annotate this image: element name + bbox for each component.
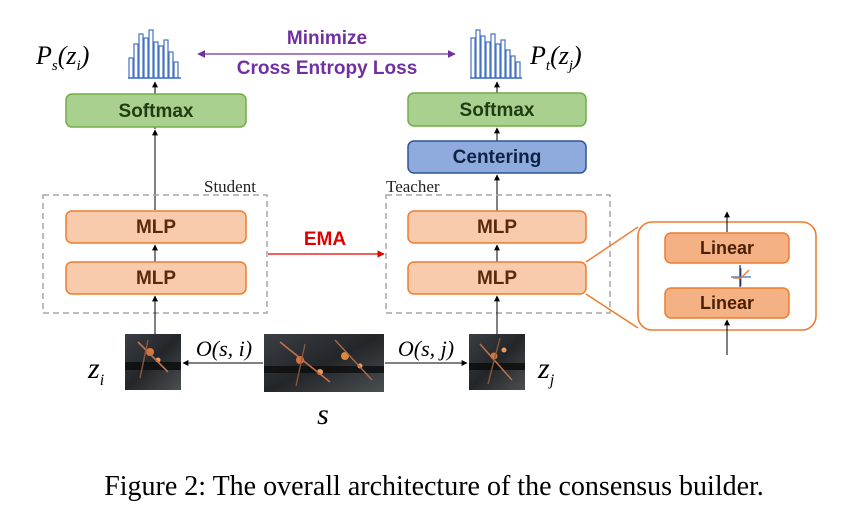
- linear-top-label: Linear: [700, 238, 754, 258]
- teacher-output-label: zj: [537, 352, 555, 389]
- linear-bottom-label: Linear: [700, 293, 754, 313]
- loss-title: Minimize: [287, 28, 367, 49]
- student-softmax-label: Softmax: [119, 101, 194, 122]
- figure-caption: Figure 2: The overall architecture of th…: [104, 471, 764, 502]
- callout-connector-bottom: [585, 293, 639, 329]
- source-image-thumbnail: [264, 334, 384, 392]
- teacher-centering-label: Centering: [453, 147, 542, 168]
- student-histogram-icon: [128, 29, 181, 79]
- loss-subtitle: Cross Entropy Loss: [237, 58, 418, 79]
- student-crop-thumbnail: [125, 334, 181, 390]
- teacher-label: Teacher: [386, 177, 440, 196]
- teacher-softmax-box: Softmax: [407, 92, 587, 127]
- student-label: Student: [204, 177, 256, 196]
- linear-bottom-box: Linear: [664, 287, 790, 319]
- teacher-mlp-bottom-label: MLP: [477, 268, 517, 289]
- student-mlp-bottom-label: MLP: [136, 268, 176, 289]
- student-crop-op-label: O(s, i): [196, 336, 252, 361]
- teacher-mlp-top: MLP: [407, 210, 587, 244]
- teacher-histogram-icon: [470, 29, 522, 79]
- linear-top-box: Linear: [664, 232, 790, 264]
- teacher-mlp-top-label: MLP: [477, 217, 517, 238]
- callout-connector-top: [585, 226, 639, 263]
- teacher-probability-label: Pt(zj): [529, 41, 582, 74]
- student-mlp-bottom: MLP: [65, 261, 247, 295]
- student-mlp-top: MLP: [65, 210, 247, 244]
- student-mlp-top-label: MLP: [136, 217, 176, 238]
- teacher-crop-op-label: O(s, j): [398, 336, 454, 361]
- input-label: s: [317, 398, 329, 431]
- student-softmax-box: Softmax: [65, 93, 247, 128]
- teacher-softmax-label: Softmax: [460, 100, 535, 121]
- activation-icon: [731, 265, 751, 287]
- student-probability-label: Ps(zi): [35, 41, 89, 74]
- teacher-crop-thumbnail: [469, 334, 525, 390]
- student-output-label: zi: [87, 352, 104, 389]
- teacher-centering-box: Centering: [407, 140, 587, 174]
- ema-label: EMA: [304, 229, 347, 250]
- teacher-mlp-bottom: MLP: [407, 261, 587, 295]
- teacher-network-box: [385, 194, 611, 314]
